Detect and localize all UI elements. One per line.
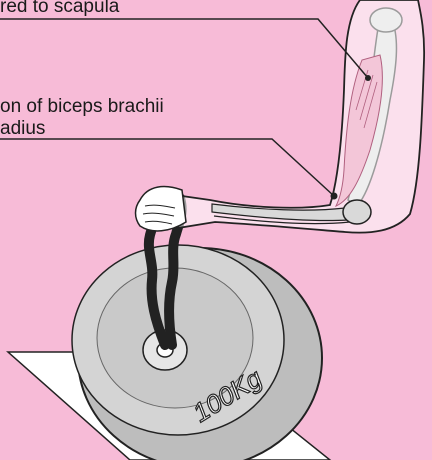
label-biceps-tendon-line2: adius bbox=[0, 118, 45, 140]
arm-outline bbox=[178, 0, 424, 233]
leader-line-scapula bbox=[0, 19, 368, 78]
hand bbox=[136, 187, 187, 231]
label-biceps-tendon-line1: on of biceps brachii bbox=[0, 96, 164, 118]
leader-dot-scapula bbox=[365, 75, 371, 81]
label-scapula: red to scapula bbox=[0, 0, 119, 18]
weight-plate: 100Kg bbox=[72, 245, 322, 460]
leader-dot-radius bbox=[331, 193, 338, 200]
